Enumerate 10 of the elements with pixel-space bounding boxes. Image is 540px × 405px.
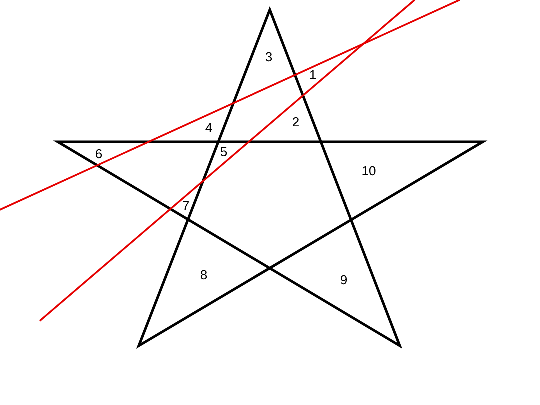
- region-number: 6: [96, 149, 102, 159]
- region-number: 8: [200, 270, 208, 280]
- region-number: 7: [183, 202, 189, 210]
- region-number: 9: [341, 275, 347, 285]
- region-number: 2: [293, 117, 299, 127]
- region-number: 10: [362, 166, 376, 176]
- region-number: 1: [310, 70, 316, 80]
- region-number: 5: [220, 147, 228, 157]
- region-number: 3: [266, 52, 272, 62]
- region-number: 4: [206, 124, 212, 132]
